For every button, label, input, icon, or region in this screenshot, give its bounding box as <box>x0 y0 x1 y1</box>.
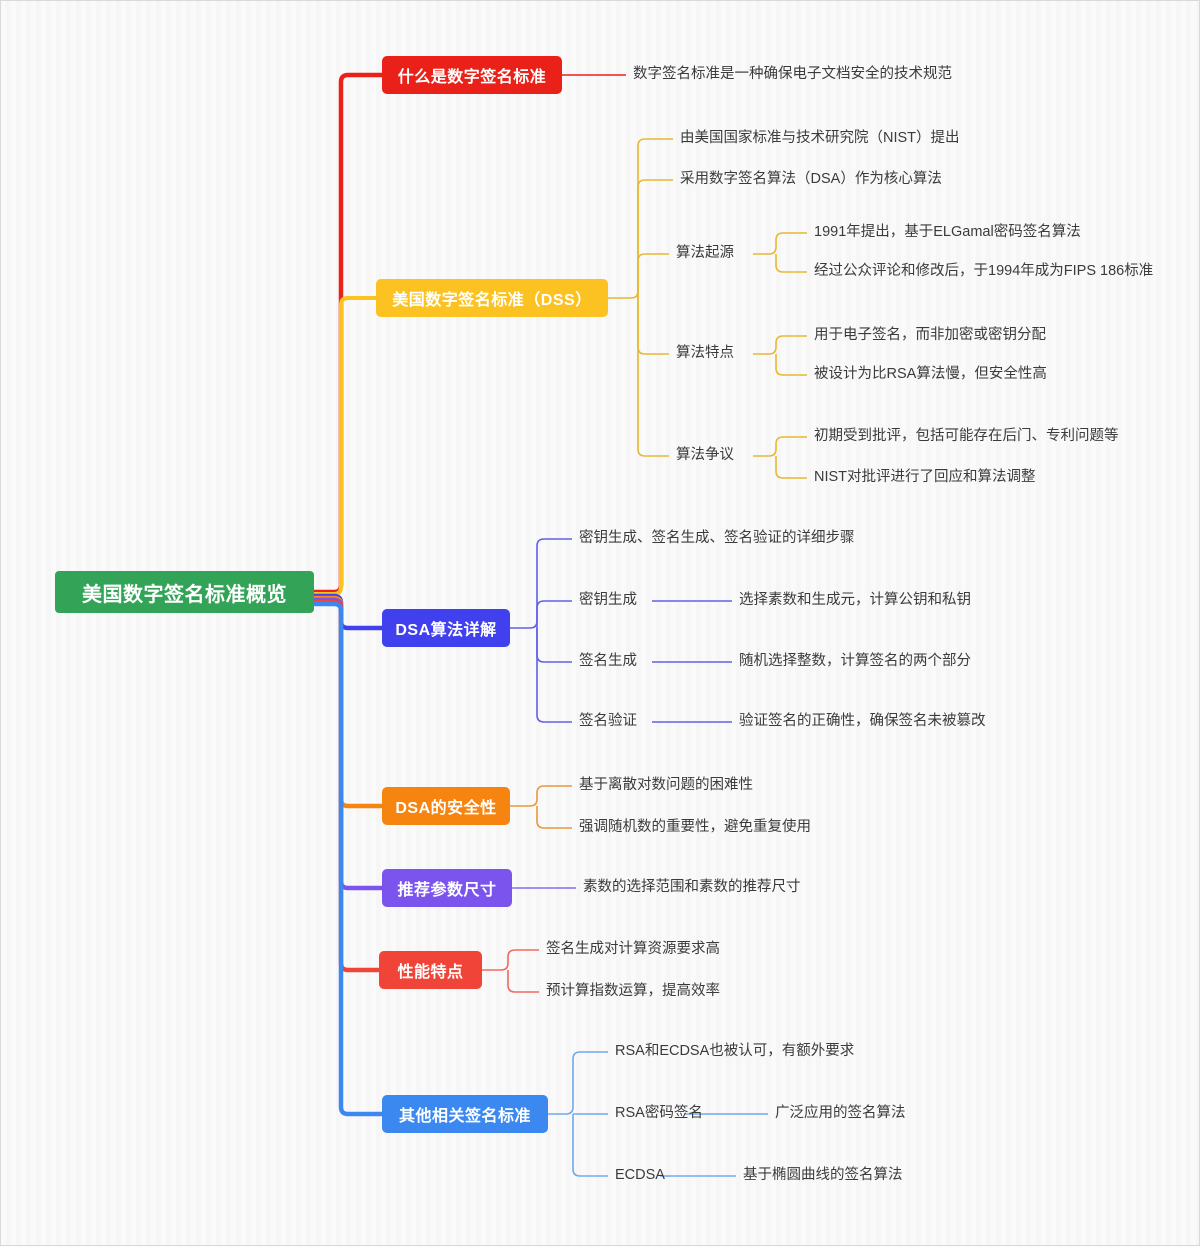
trunk-branch-5 <box>311 599 382 973</box>
leaf-text[interactable]: 签名生成对计算资源要求高 <box>546 941 720 957</box>
leaf-text[interactable]: 验证签名的正确性，确保签名未被篡改 <box>739 713 986 729</box>
root-node-label: 美国数字签名标准概览 <box>82 583 287 606</box>
leaf-text[interactable]: 预计算指数运算，提高效率 <box>546 983 720 999</box>
trunk-branch-3 <box>311 595 385 809</box>
leaf-text[interactable]: 1991年提出，基于ELGamal密码签名算法 <box>814 224 1081 240</box>
branch-node-label: 其他相关签名标准 <box>398 1108 531 1125</box>
branch-node-dsa-security[interactable]: DSA的安全性 <box>382 787 510 825</box>
sub-node-features[interactable]: 算法特点 <box>676 345 734 361</box>
sub-node-text[interactable]: 由美国国家标准与技术研究院（NIST）提出 <box>680 130 960 146</box>
trunk-branch-4 <box>311 597 385 891</box>
trunk-branch-2 <box>311 593 385 631</box>
sub-node-keygen[interactable]: 密钥生成 <box>579 592 637 608</box>
leaf-text[interactable]: 初期受到批评，包括可能存在后门、专利问题等 <box>814 428 1119 444</box>
wires-branch-3 <box>510 785 572 829</box>
branch-node-dss[interactable]: 美国数字签名标准（DSS） <box>376 279 608 317</box>
trunk-branch-6 <box>311 601 385 1117</box>
branch-node-what-is-dss[interactable]: 什么是数字签名标准 <box>382 56 562 94</box>
wires-branch-5 <box>482 949 539 993</box>
branch-node-label: 推荐参数尺寸 <box>397 882 497 899</box>
wires-branch-1 <box>608 138 807 479</box>
branch-node-recommended-params[interactable]: 推荐参数尺寸 <box>382 869 512 907</box>
sub-node-controversy[interactable]: 算法争议 <box>676 447 734 463</box>
branch-node-label: 美国数字签名标准（DSS） <box>392 292 592 309</box>
branch-node-label: DSA的安全性 <box>395 800 497 817</box>
leaf-text[interactable]: 广泛应用的签名算法 <box>775 1105 906 1121</box>
branch-node-other-standards[interactable]: 其他相关签名标准 <box>382 1095 548 1133</box>
sub-node-origin[interactable]: 算法起源 <box>676 245 734 261</box>
branch-node-label: 什么是数字签名标准 <box>397 69 547 86</box>
leaf-text[interactable]: 被设计为比RSA算法慢，但安全性高 <box>814 366 1047 382</box>
sub-node-ecdsa[interactable]: ECDSA <box>615 1167 665 1183</box>
leaf-text[interactable]: 基于离散对数问题的困难性 <box>579 777 753 793</box>
branch-node-dsa-detail[interactable]: DSA算法详解 <box>382 609 510 647</box>
leaf-text[interactable]: 选择素数和生成元，计算公钥和私钥 <box>739 592 971 608</box>
leaf-text[interactable]: 数字签名标准是一种确保电子文档安全的技术规范 <box>633 66 952 82</box>
leaf-text[interactable]: 素数的选择范围和素数的推荐尺寸 <box>583 879 801 895</box>
leaf-text[interactable]: 基于椭圆曲线的签名算法 <box>743 1167 903 1183</box>
leaf-text[interactable]: 随机选择整数，计算签名的两个部分 <box>739 653 971 669</box>
sub-node-signverify[interactable]: 签名验证 <box>579 713 637 729</box>
leaf-text[interactable]: NIST对批评进行了回应和算法调整 <box>814 469 1036 485</box>
root-node[interactable]: 美国数字签名标准概览 <box>55 571 314 613</box>
branch-node-performance[interactable]: 性能特点 <box>379 951 482 989</box>
leaf-text[interactable]: 强调随机数的重要性，避免重复使用 <box>579 819 811 835</box>
sub-node-text[interactable]: 采用数字签名算法（DSA）作为核心算法 <box>680 171 942 187</box>
leaf-text[interactable]: RSA和ECDSA也被认可，有额外要求 <box>615 1043 855 1059</box>
trunk-branch-1 <box>312 296 378 596</box>
leaf-text[interactable]: 经过公众评论和修改后，于1994年成为FIPS 186标准 <box>814 263 1154 279</box>
wires-branch-2 <box>510 538 732 723</box>
sub-node-text[interactable]: 密钥生成、签名生成、签名验证的详细步骤 <box>579 530 855 546</box>
sub-node-rsa[interactable]: RSA密码签名 <box>615 1105 703 1121</box>
branch-node-label: DSA算法详解 <box>395 622 497 639</box>
leaf-text[interactable]: 用于电子签名，而非加密或密钥分配 <box>814 327 1046 343</box>
branch-node-label: 性能特点 <box>397 964 464 981</box>
trunk-branch-0 <box>311 72 385 595</box>
sub-node-signgen[interactable]: 签名生成 <box>579 653 637 669</box>
